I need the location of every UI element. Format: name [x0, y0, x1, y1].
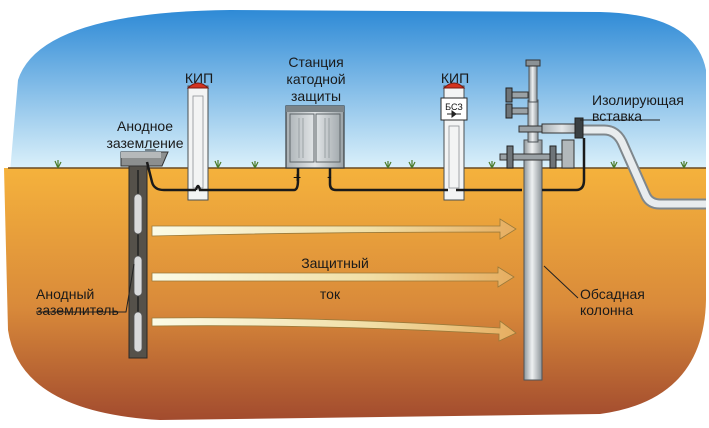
bsz-label: БСЗ	[445, 102, 463, 112]
plus-sign: +	[293, 169, 301, 185]
cables	[145, 138, 586, 192]
station-label: Станция катодной защиты	[286, 54, 346, 104]
protective-current-label-2: ток	[319, 286, 341, 302]
grass-tufts	[54, 160, 688, 169]
casing-column	[499, 59, 584, 381]
leader-lines	[36, 119, 660, 313]
anode-grounder	[128, 161, 148, 359]
current-arrow-bottom	[151, 317, 517, 342]
minus-sign: -	[327, 168, 332, 184]
protective-current-arrows	[151, 218, 517, 342]
casing-label: Обсадная колонна	[580, 286, 645, 318]
kip-left-label: КИП	[184, 70, 214, 86]
protective-current-label-1: Защитный	[301, 255, 369, 271]
kip-post-right	[440, 82, 468, 201]
anode-grounder-label: Анодный заземлитель	[36, 286, 119, 318]
pipeline	[580, 124, 706, 210]
cathodic-station-cabinet	[285, 105, 345, 169]
anode-grounding-label: Анодное заземление	[106, 118, 184, 151]
current-arrow-middle	[151, 266, 515, 288]
insulating-insert-label: Изолирующая вставка	[592, 92, 684, 124]
anode-grounding-box	[120, 151, 169, 167]
kip-post-left	[186, 82, 210, 201]
kip-right-label: КИП	[440, 70, 470, 86]
current-arrow-top	[151, 218, 517, 240]
